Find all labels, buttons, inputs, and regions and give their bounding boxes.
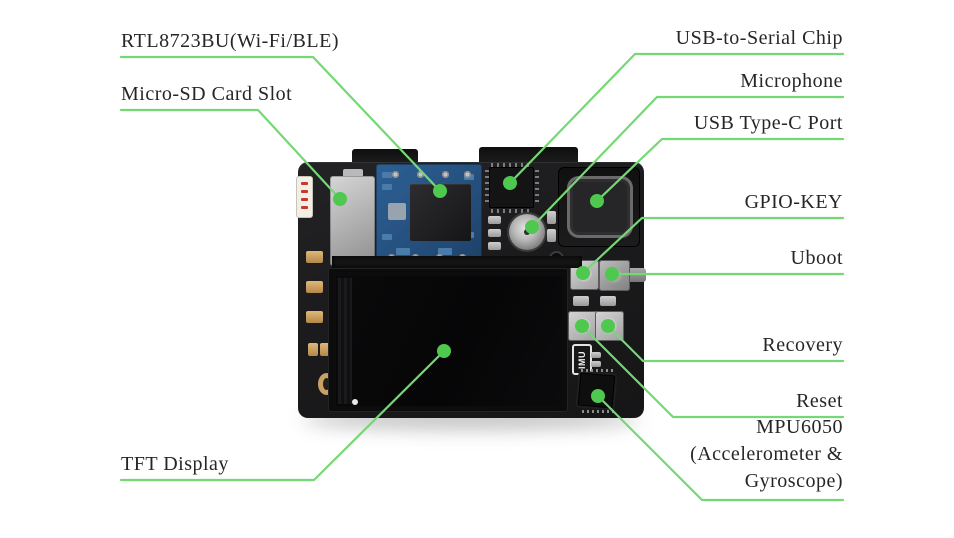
gold-pad: [306, 281, 323, 293]
smd-component: [547, 229, 556, 242]
display-ribbon: [338, 278, 352, 404]
via: [442, 171, 449, 178]
microsd-card-slot: [330, 176, 375, 266]
smd-component: [573, 296, 589, 306]
reset-button: [568, 311, 598, 341]
usb-serial-chip: [489, 167, 534, 208]
gold-pad: [320, 343, 330, 356]
smd-component: [591, 352, 601, 358]
chip-pins: [581, 369, 613, 372]
imu-silkscreen-text: IMU: [577, 350, 587, 369]
chip-pins: [491, 163, 532, 167]
gold-pad: [306, 311, 323, 323]
gold-pad: [308, 343, 318, 356]
usb-type-c-shell: [567, 176, 633, 238]
tft-display-screen: [336, 276, 562, 406]
smd-component: [591, 361, 601, 367]
gold-pad: [306, 251, 323, 263]
smd-component: [488, 242, 501, 250]
via: [417, 171, 424, 178]
smd-component: [547, 211, 556, 224]
wifi-crystal: [388, 203, 406, 220]
uboot-button-stub: [629, 268, 646, 282]
display-connector-strip: [332, 256, 582, 268]
rtl8723bu-chip: [410, 184, 471, 241]
label-rtl8723bu: RTL8723BU(Wi-Fi/BLE): [121, 30, 339, 52]
smd-component: [488, 216, 501, 224]
chip-pins: [535, 170, 539, 205]
chip-pins: [485, 170, 489, 205]
uboot-button: [599, 260, 630, 291]
microphone-hole: [524, 229, 530, 235]
chip-pins: [491, 209, 532, 213]
via: [392, 171, 399, 178]
via: [464, 171, 471, 178]
label-usb-to-serial-chip: USB-to-Serial Chip: [675, 27, 843, 49]
recovery-button: [595, 311, 624, 341]
display-corner-dot: [352, 399, 358, 405]
edge-antenna-component: [297, 177, 312, 217]
smd-component: [600, 296, 616, 306]
chip-pins: [582, 410, 614, 413]
smd-component: [488, 229, 501, 237]
mpu6050-chip: [577, 372, 616, 409]
